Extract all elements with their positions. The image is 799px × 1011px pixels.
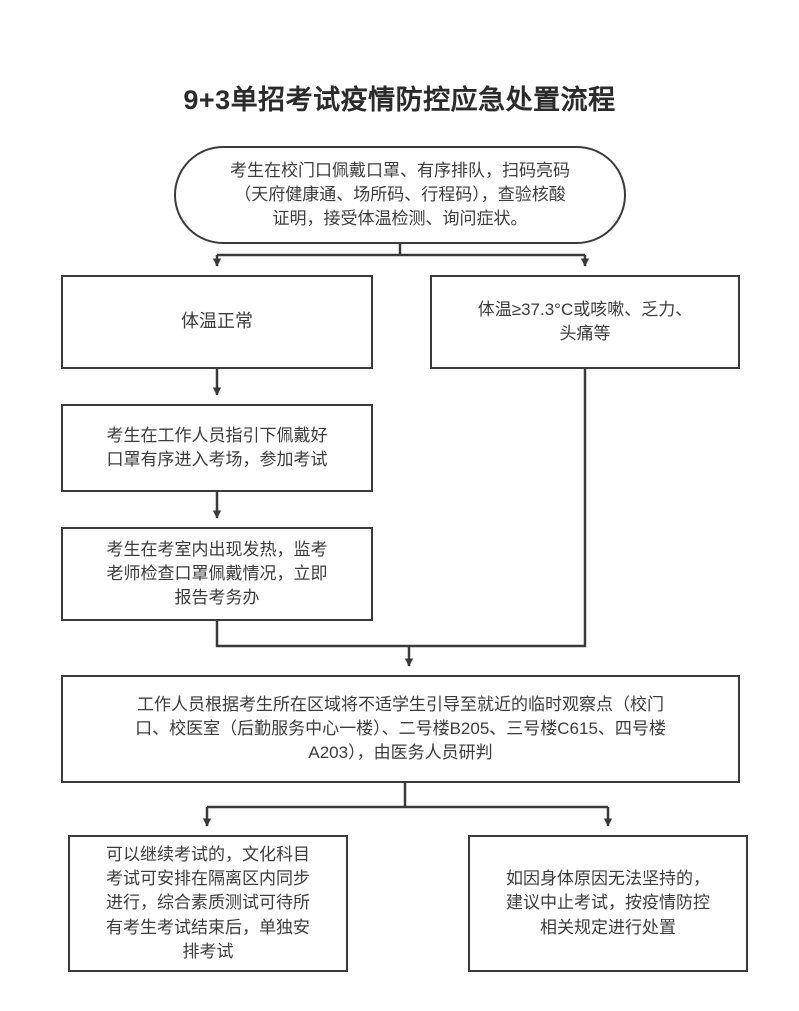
page-title: 9+3单招考试疫情防控应急处置流程: [183, 85, 616, 115]
edge-report-to-merge: [215, 621, 409, 648]
node-temporary-observation-point[interactable]: 工作人员根据考生所在区域将不适学生引导至就近的临时观察点（校门 口、校医室（后勤…: [61, 675, 740, 783]
node-normal-temperature-text: 体温正常: [181, 311, 253, 332]
node-start-text: 考生在校门口佩戴口罩、有序排队，扫码亮码 （天府健康通、场所码、行程码），查验核…: [230, 160, 570, 229]
node-report-to-office[interactable]: 考生在考室内出现发热，监考 老师检查口罩佩戴情况，立即 报告考务办: [61, 527, 373, 621]
node-continue-exam-text: 可以继续考试的，文化科目 考试可安排在隔离区内同步 进行，综合素质测试可待所 有…: [106, 845, 310, 961]
node-continue-exam[interactable]: 可以继续考试的，文化科目 考试可安排在隔离区内同步 进行，综合素质测试可待所 有…: [68, 835, 348, 972]
node-enter-exam-room-text: 考生在工作人员指引下佩戴好 口罩有序进入考场，参加考试: [106, 425, 328, 469]
node-fever-symptoms[interactable]: 体温≥37.3°C或咳嗽、乏力、 头痛等: [430, 275, 740, 369]
node-stop-exam-text: 如因身体原因无法坚持的， 建议中止考试，按疫情防控 相关规定进行处置: [506, 869, 710, 937]
node-fever-symptoms-text: 体温≥37.3°C或咳嗽、乏力、 头痛等: [477, 299, 693, 343]
node-start[interactable]: 考生在校门口佩戴口罩、有序排队，扫码亮码 （天府健康通、场所码、行程码），查验核…: [174, 146, 626, 244]
node-temporary-observation-point-text: 工作人员根据考生所在区域将不适学生引导至就近的临时观察点（校门 口、校医室（后勤…: [135, 694, 666, 763]
node-report-to-office-text: 考生在考室内出现发热，监考 老师检查口罩佩戴情况，立即 报告考务办: [106, 539, 328, 608]
node-enter-exam-room[interactable]: 考生在工作人员指引下佩戴好 口罩有序进入考场，参加考试: [61, 404, 373, 492]
edge-fever-to-merge: [409, 369, 587, 648]
node-stop-exam[interactable]: 如因身体原因无法坚持的， 建议中止考试，按疫情防控 相关规定进行处置: [468, 835, 748, 972]
node-normal-temperature[interactable]: 体温正常: [61, 275, 373, 369]
